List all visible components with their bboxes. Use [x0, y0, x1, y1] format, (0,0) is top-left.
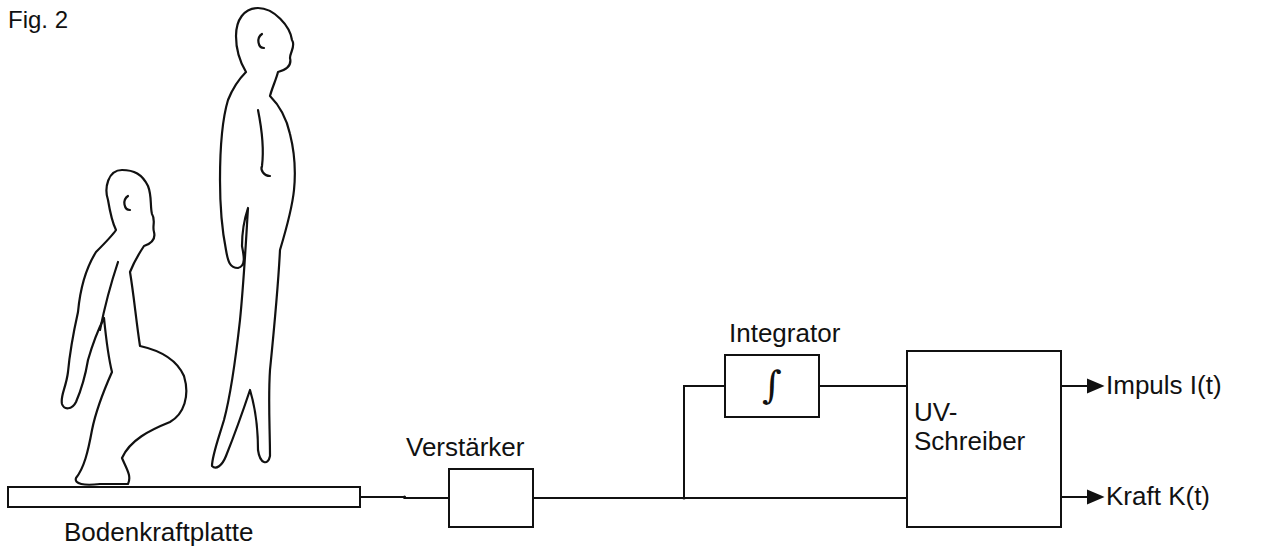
signal-wire [534, 498, 906, 499]
integrator-box: Integrator∫ [724, 354, 820, 418]
jumping-face [258, 34, 264, 48]
force-plate: Bodenkraftplatte [7, 486, 361, 508]
plate-box: Bodenkraftplatte [64, 518, 253, 547]
jumping-arm [258, 110, 270, 176]
signal-label: Impuls I(t) [1106, 371, 1222, 400]
box-label: Integrator [729, 319, 840, 348]
signal-wire [534, 386, 724, 498]
integral-symbol: ∫ [762, 365, 782, 407]
crouching-figure [62, 170, 187, 485]
junction-dot [403, 496, 406, 499]
signal-label: Kraft K(t) [1106, 482, 1210, 511]
signal-wire [820, 386, 906, 387]
box-text: UV- Schreiber [914, 398, 1025, 455]
output-wire [1062, 496, 1090, 498]
recorder-box: UV- Schreiber [906, 350, 1062, 528]
output-wire [1062, 385, 1090, 387]
arrowhead [1088, 491, 1102, 503]
figure-title: Fig. 2 [8, 6, 68, 34]
arrowhead [1088, 380, 1102, 392]
crouching-arm [100, 262, 118, 330]
amplifier-box: Verstärker [448, 468, 534, 528]
jumping-figure [212, 8, 295, 468]
box-label: Verstärker [406, 433, 525, 462]
crouching-face [124, 196, 130, 210]
